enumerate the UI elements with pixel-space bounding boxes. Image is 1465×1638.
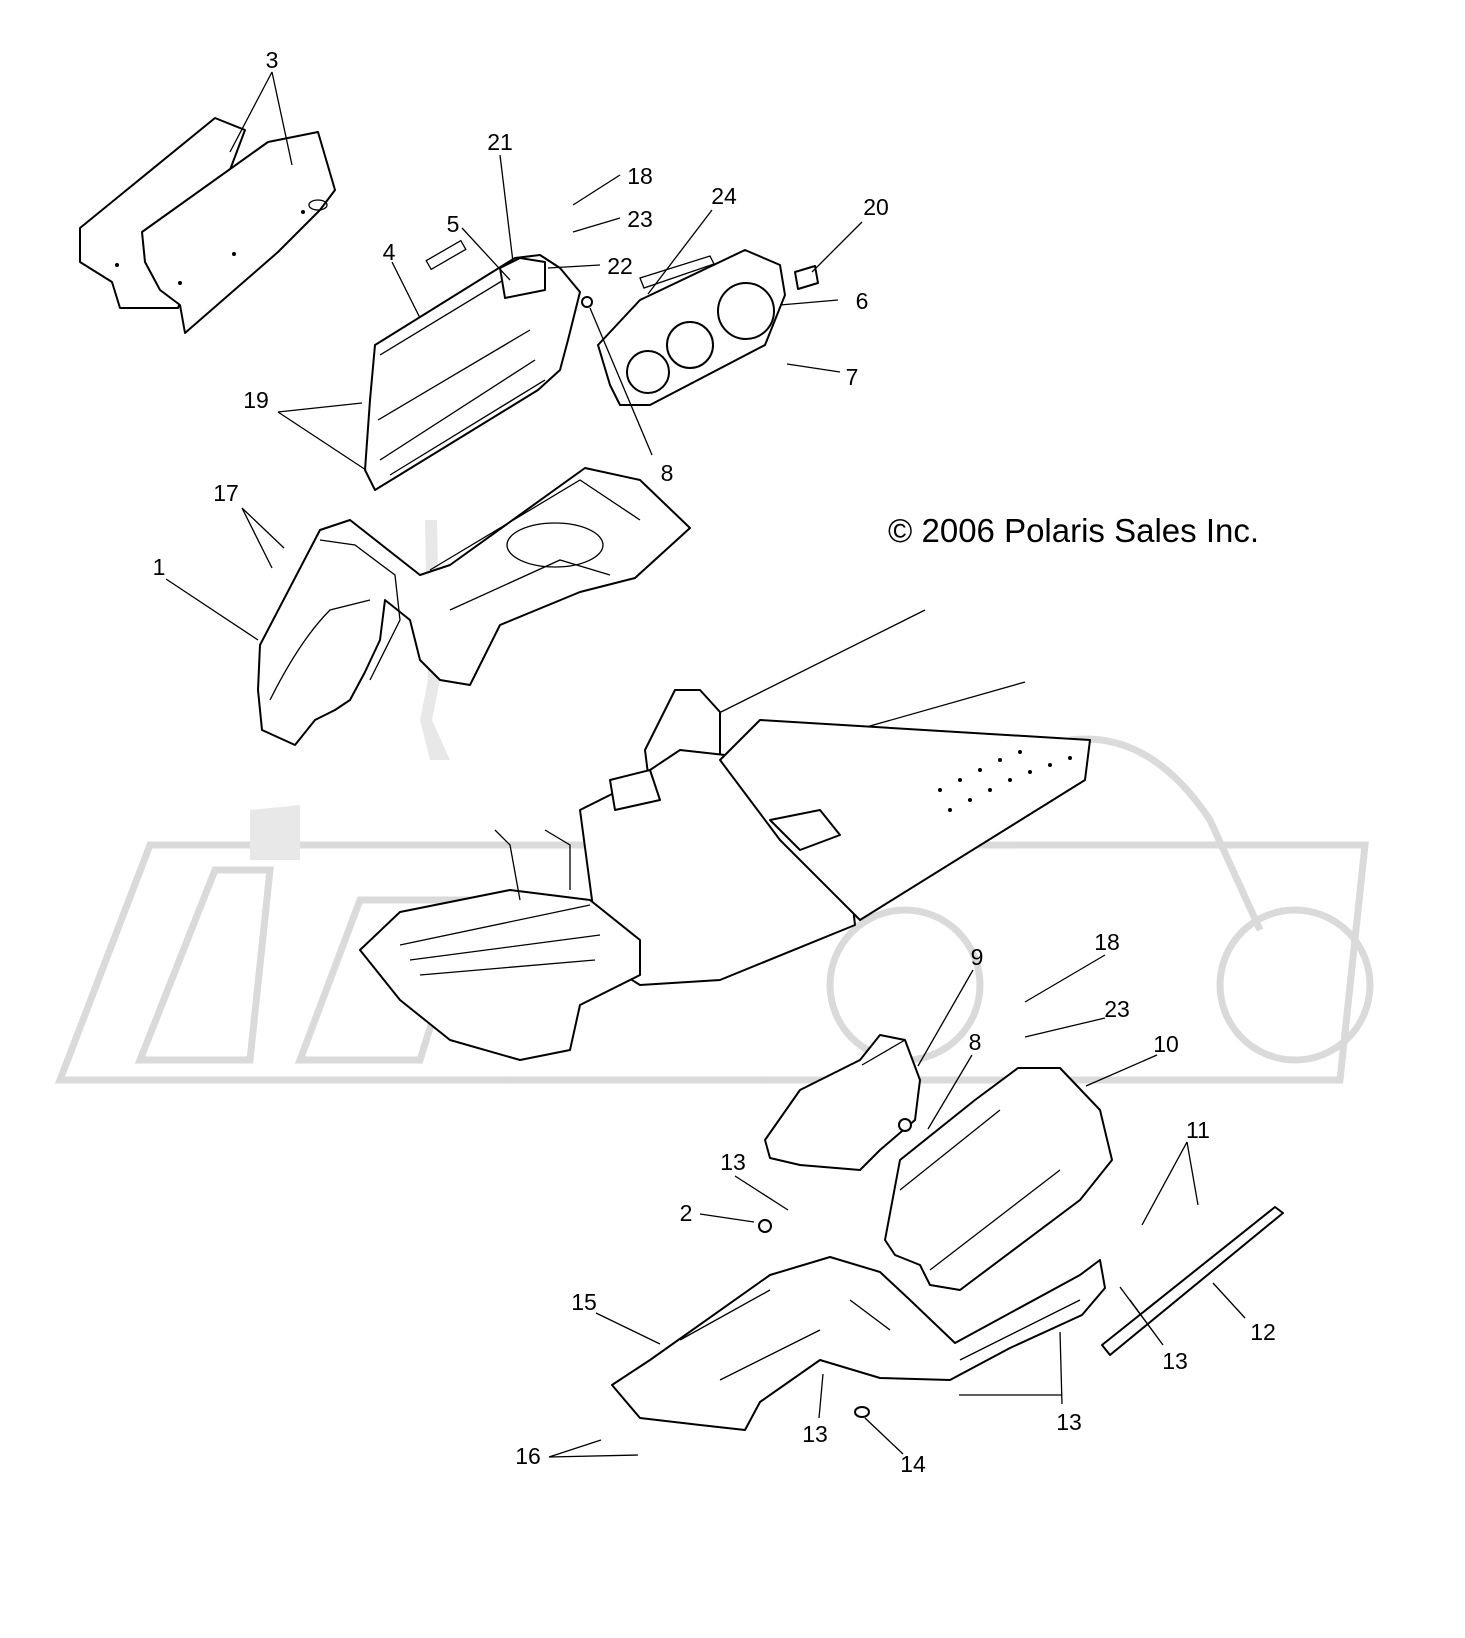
callout-23b: 23 — [1104, 996, 1130, 1022]
callout-13b: 13 — [1162, 1348, 1188, 1374]
callout-21: 21 — [487, 129, 513, 155]
callout-8b: 8 — [969, 1029, 982, 1055]
callout-7: 7 — [846, 364, 859, 390]
callout-12: 12 — [1250, 1319, 1276, 1345]
callout-23: 23 — [627, 206, 653, 232]
part-9-cover — [764, 1034, 921, 1171]
callout-labels: 3 21 18 24 20 23 5 4 22 6 7 19 8 17 1 9 … — [153, 47, 1276, 1477]
callout-17: 17 — [213, 480, 239, 506]
part-15-lower-panel — [611, 1219, 1106, 1431]
callout-24: 24 — [711, 183, 737, 209]
callout-13d: 13 — [1056, 1409, 1082, 1435]
callout-8: 8 — [661, 460, 674, 486]
part-6-gauge-panel — [581, 249, 819, 406]
callout-18: 18 — [627, 163, 653, 189]
callout-5: 5 — [447, 211, 460, 237]
part-10-side-panel — [884, 1067, 1113, 1291]
callout-9: 9 — [971, 944, 984, 970]
callout-13a: 13 — [720, 1149, 746, 1175]
callout-18b: 18 — [1094, 929, 1120, 955]
leader-lines — [165, 71, 1246, 1458]
callout-10: 10 — [1153, 1031, 1179, 1057]
callout-2: 2 — [680, 1200, 693, 1226]
callout-4: 4 — [383, 239, 396, 265]
callout-14: 14 — [900, 1451, 926, 1477]
part-1-front-console — [257, 467, 691, 746]
callout-1: 1 — [153, 554, 166, 580]
callout-13c: 13 — [802, 1421, 828, 1447]
copyright-notice: © 2006 Polaris Sales Inc. — [888, 512, 1259, 549]
part-4-instrument-pod — [364, 239, 581, 491]
chassis-frame — [359, 609, 1091, 1061]
callout-22: 22 — [607, 253, 633, 279]
part-3-panels — [79, 117, 336, 334]
callout-19: 19 — [243, 387, 269, 413]
part-12-rail — [1101, 1206, 1284, 1356]
callout-3: 3 — [266, 47, 279, 73]
callout-15: 15 — [571, 1289, 597, 1315]
callout-6: 6 — [856, 288, 869, 314]
callout-11: 11 — [1186, 1117, 1210, 1143]
callout-20: 20 — [863, 194, 889, 220]
callout-16: 16 — [515, 1443, 541, 1469]
